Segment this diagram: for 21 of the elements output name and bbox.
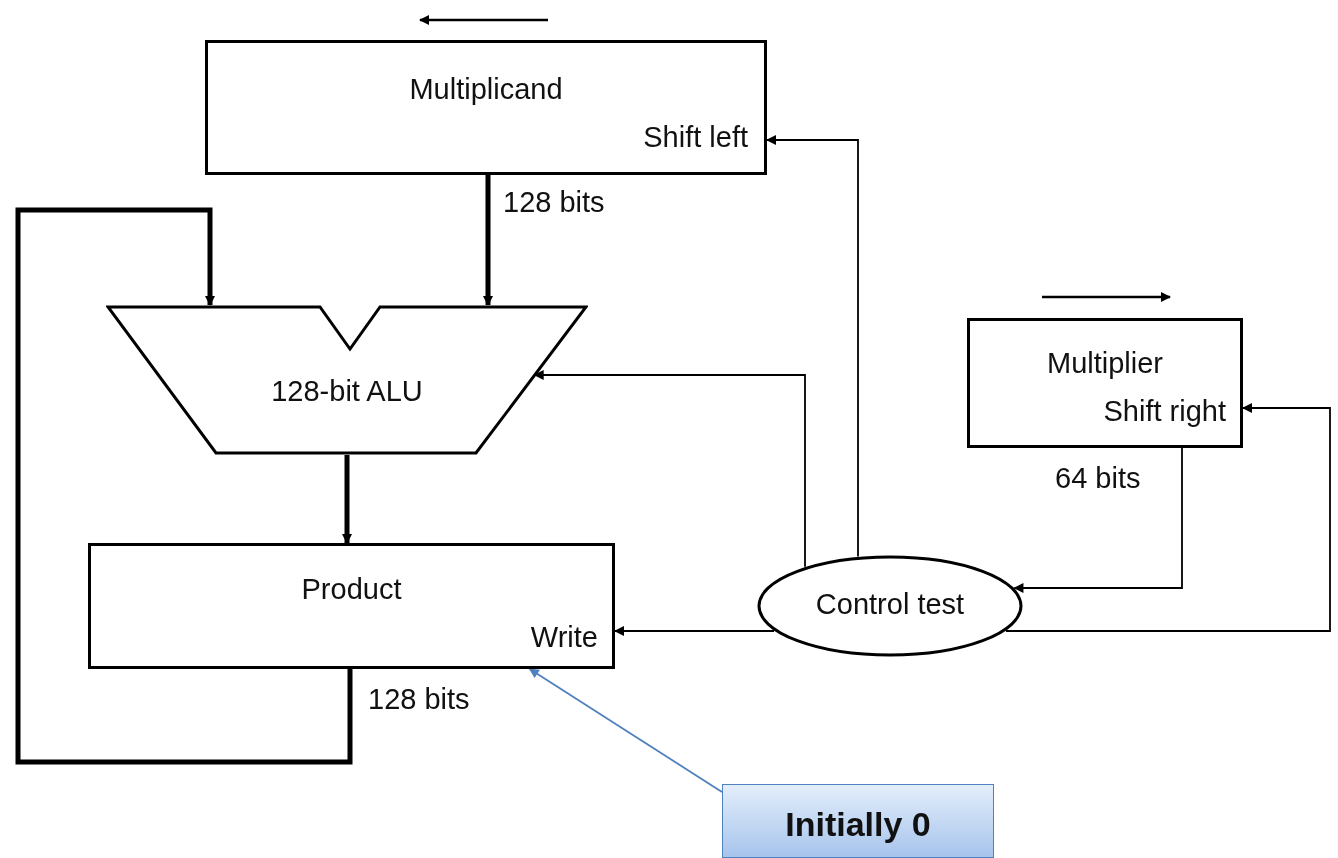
node-label: 128-bit ALU bbox=[270, 375, 424, 408]
arrow bbox=[1005, 403, 1331, 632]
callout-box bbox=[722, 784, 994, 858]
arrow bbox=[342, 455, 352, 544]
arrow bbox=[15, 207, 353, 765]
node-label: Product bbox=[300, 573, 403, 606]
node-label: Shift right bbox=[1103, 395, 1226, 428]
register-box bbox=[88, 543, 615, 669]
register-box bbox=[205, 40, 767, 175]
node-label: Write bbox=[530, 621, 598, 654]
arrow bbox=[614, 626, 775, 636]
leader-arrow bbox=[528, 668, 723, 793]
register-box bbox=[967, 318, 1243, 448]
node-label: Multiplier bbox=[1046, 347, 1164, 380]
node-label: Shift left bbox=[643, 121, 748, 154]
arrow bbox=[1013, 447, 1183, 593]
node-label: Initially 0 bbox=[784, 805, 932, 844]
node-label: Control test bbox=[814, 588, 966, 621]
arrow bbox=[483, 175, 493, 306]
node-label: Multiplicand bbox=[408, 73, 564, 106]
arrow bbox=[766, 135, 859, 558]
